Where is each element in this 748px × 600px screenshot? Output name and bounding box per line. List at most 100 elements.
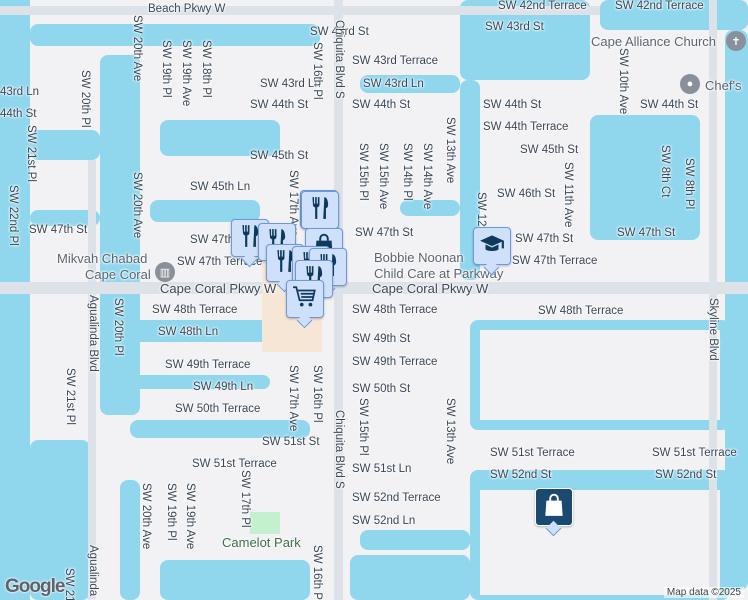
road-label: SW 51st Ln <box>352 463 412 475</box>
road-label: SW 19th Ave <box>180 40 192 107</box>
graduation-cap-icon <box>479 231 505 262</box>
place-label-childcare[interactable]: Bobbie Noonan <box>374 250 464 265</box>
road-label: SW 10th Ave <box>617 48 629 115</box>
road-label: SW 42nd Terrace <box>498 0 587 12</box>
road-label: SW 13th Ave <box>444 117 456 184</box>
fork-knife-icon <box>237 223 263 254</box>
road-label: SW 49th St <box>352 333 411 345</box>
road-label: Beach Pkwy W <box>148 3 226 15</box>
shopping-cart-icon <box>292 284 318 315</box>
road-label: SW 20th Ave <box>131 172 143 239</box>
road-label: SW 45th St <box>520 144 579 156</box>
road-label: SW 44th St <box>352 99 411 111</box>
road-label: SW 43rd St <box>310 26 369 38</box>
road-label: SW 21st Pl <box>63 568 75 600</box>
road-label: SW 42nd Terrace <box>615 0 704 12</box>
place-label-chef[interactable]: Chef's <box>705 78 742 93</box>
road-label: SW 52nd Terrace <box>352 492 441 504</box>
road-label: SW 18th Pl <box>200 40 212 98</box>
road-label: Skyline Blvd <box>707 298 719 361</box>
road-label: SW 44th St <box>640 99 699 111</box>
road-label: SW 48th Terrace <box>538 305 624 317</box>
road-label: SW 21st Pl <box>25 125 37 182</box>
road-label: SW 51st Terrace <box>652 447 737 459</box>
road-label: SW 48th Terrace <box>152 304 238 316</box>
road-label: SW 15th Pl <box>357 398 369 456</box>
road-label: Chiquita Blvd S <box>333 20 345 99</box>
road-label: SW 22nd Pl <box>7 185 19 246</box>
road-label: Cape Coral Pkwy W <box>160 281 277 296</box>
building-icon[interactable]: ▥ <box>155 262 175 282</box>
road-label: SW 8th Pl <box>683 158 695 210</box>
school-marker[interactable] <box>473 227 511 265</box>
shopping-bag-icon <box>541 492 567 523</box>
road-label: SW 43rd St <box>485 21 544 33</box>
road-label: SW 47th Terrace <box>512 255 598 267</box>
road-label: SW 47th St <box>515 233 574 245</box>
road-label: SW 14th Ave <box>421 143 433 210</box>
road-label: SW 50th St <box>352 383 411 395</box>
road-label: SW 43rd Ln <box>260 78 321 90</box>
road-label: SW 48th Terrace <box>352 304 438 316</box>
place-label-mikvah[interactable]: Mikvah Chabad <box>57 251 148 266</box>
road-label: SW 51st St <box>262 436 320 448</box>
pin-icon[interactable]: ● <box>680 74 700 94</box>
road-label: SW 47th St <box>29 224 88 236</box>
road-label: SW 52nd Ln <box>352 515 416 527</box>
road-label: SW 20th Pl <box>79 70 91 128</box>
road-label: SW 16th Pl <box>311 42 323 100</box>
shopping-marker[interactable] <box>535 488 573 526</box>
place-label-childcare-line2[interactable]: Child Care at Parkway <box>374 266 504 281</box>
place-label-park[interactable]: Camelot Park <box>222 535 301 550</box>
road-label: SW 46th St <box>497 188 556 200</box>
road-label: SW 15th Ave <box>377 143 389 210</box>
road-label: Agualinda Blvd <box>87 545 99 600</box>
grocery-marker[interactable] <box>286 280 324 318</box>
road-label: SW 20th Ave <box>131 15 143 82</box>
road-label: SW 47th <box>190 234 235 246</box>
road-label: Chiquita Blvd S <box>333 410 345 489</box>
road-label: SW 44th Terrace <box>483 121 569 133</box>
road-label: SW 50th Terrace <box>175 403 261 415</box>
google-logo: Google <box>5 576 65 597</box>
road-label: SW 13th Ave <box>444 398 456 465</box>
road-label: SW 52nd St <box>490 469 552 481</box>
place-label-mikvah-city[interactable]: Cape Coral <box>85 267 151 282</box>
road-label: SW 52nd St <box>655 469 717 481</box>
road-label: SW 45th St <box>250 150 309 162</box>
road-label: SW 20th Pl <box>112 298 124 356</box>
road-label: SW 8th Ct <box>659 145 671 198</box>
road-label: SW 11th Ave <box>562 162 574 228</box>
road-label: SW 19th Pl <box>160 40 172 98</box>
road-label: SW 19th Ave <box>184 483 196 550</box>
road-label: SW 15th Pl <box>357 143 369 201</box>
road-label: SW 14th Pl <box>401 143 413 201</box>
road-label: SW 21st Pl <box>64 368 76 425</box>
road-label: SW 19th Pl <box>165 483 177 541</box>
road-label: SW 20th Ave <box>140 483 152 550</box>
road-label: SW 45th Ln <box>190 181 251 193</box>
road-label: SW 47th St <box>355 227 414 239</box>
road-label: SW 49th Terrace <box>165 359 251 371</box>
road-label: SW 16th Pl <box>311 545 323 600</box>
church-icon[interactable]: ✝ <box>726 31 746 51</box>
road-label: SW 51st Terrace <box>490 447 575 459</box>
road-label: Agualinda Blvd <box>87 295 99 372</box>
road-label: SW 44th St <box>483 99 542 111</box>
place-label-church[interactable]: Cape Alliance Church <box>591 34 717 49</box>
camelot-park-area <box>250 512 280 534</box>
road-label: SW 49th Ln <box>193 381 254 393</box>
restaurant-marker[interactable] <box>301 191 339 229</box>
road-label: SW 47th St <box>617 227 676 239</box>
road-label: SW 17th Pl <box>239 470 251 528</box>
road-label: Cape Coral Pkwy W <box>372 281 489 296</box>
road-label: 44th St <box>0 108 37 120</box>
road-label: SW 16th Pl <box>311 365 323 423</box>
road-label: SW 44th St <box>250 99 309 111</box>
road-label: SW 49th Terrace <box>352 356 438 368</box>
road-label: SW 17th Ave <box>287 365 299 432</box>
map-attribution: Map data ©2025 <box>663 587 744 598</box>
road-label: SW 48th Ln <box>158 326 219 338</box>
road-label: 43rd Ln <box>0 86 40 98</box>
